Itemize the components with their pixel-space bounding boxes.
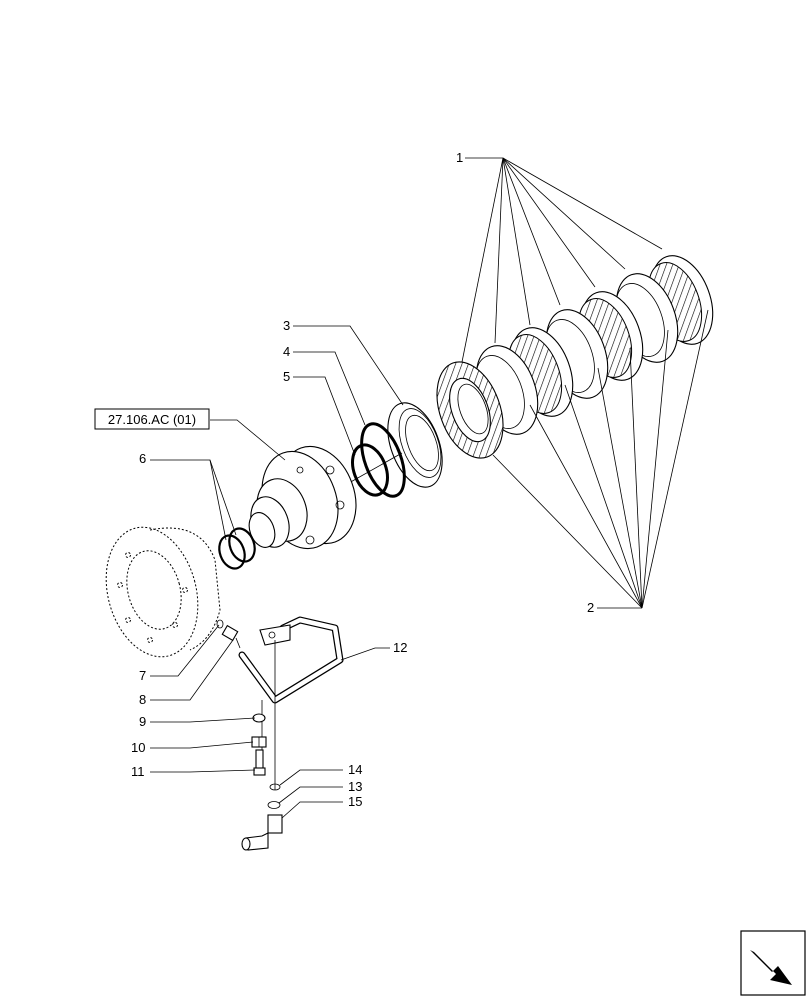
callout-3: 3 [283,318,290,333]
seal-ring-inner [351,443,389,497]
bearing-ring [218,534,246,570]
elbow-fitting [241,814,283,851]
callout-5: 5 [283,369,290,384]
callout-13: 13 [348,779,362,794]
o-ring [267,801,281,809]
o-ring-small [216,619,224,629]
callout-1: 1 [456,150,463,165]
reference-box[interactable]: 27.106.AC (01) [94,408,210,430]
next-page-arrow-icon[interactable] [740,930,806,996]
nut [251,736,267,748]
clutch-hub-assembly [248,445,357,550]
bearing-ring [228,527,256,563]
callout-7: 7 [139,668,146,683]
leader-lines [150,157,709,819]
lube-pipe [238,616,344,704]
callout-14: 14 [348,762,362,777]
clutch-disc [436,361,504,459]
callout-8: 8 [139,692,146,707]
callout-2: 2 [587,600,594,615]
union-fitting [221,624,241,649]
callout-10: 10 [131,740,145,755]
o-ring [269,783,281,791]
callout-labels: 1 2 3 4 5 6 7 8 9 10 11 12 13 14 15 [131,150,594,809]
clutch-disc-stack [436,255,714,459]
callout-12: 12 [393,640,407,655]
piston [387,402,443,488]
housing-outline [105,526,221,658]
callout-4: 4 [283,344,290,359]
reference-label: 27.106.AC (01) [108,412,196,427]
bolt [253,749,266,776]
callout-15: 15 [348,794,362,809]
callout-11: 11 [131,764,145,779]
callout-9: 9 [139,714,146,729]
callout-6: 6 [139,451,146,466]
